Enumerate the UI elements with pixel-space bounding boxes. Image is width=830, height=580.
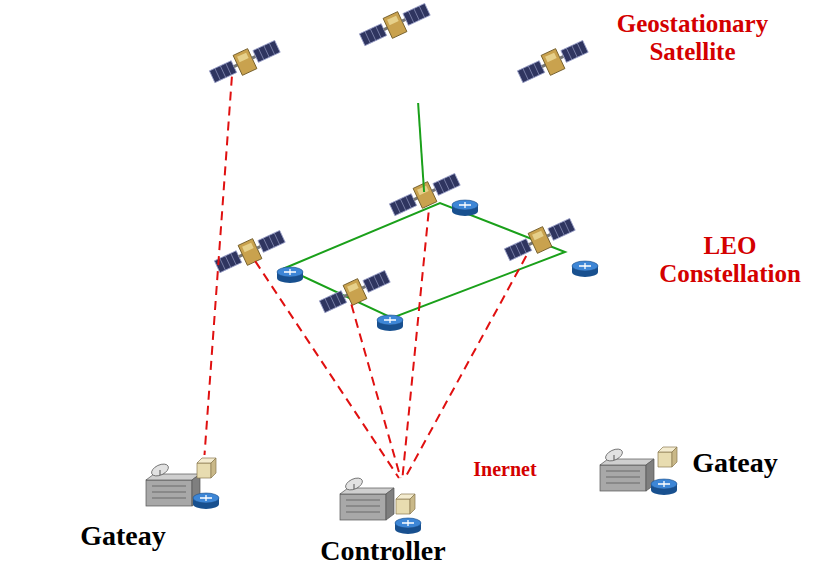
leo-satellite [503,215,578,265]
region-label: Inernet [465,458,545,480]
gateway-building [600,447,654,491]
geo-satellite [208,37,283,87]
label-holder: Controller [308,536,458,567]
node-label: Gateay [685,448,785,479]
ellipse-outline [212,37,568,103]
leo-constellation-ellipse: LEO Constellation [188,128,642,384]
geo-orbit-ellipse: Geostationary Satellite [212,37,568,103]
leo-satellite [318,267,393,317]
leo-satellite [388,170,463,220]
feeder-link [418,103,424,192]
ellipse-shape [138,423,672,517]
region-label: LEO Constellation [645,232,815,287]
gateway-node: Gateay [145,455,230,512]
coverage-beam [140,86,226,498]
ellipse-shape [213,38,567,102]
router-icon [452,200,478,216]
control-link [351,305,400,478]
server-box [396,494,415,514]
leo-satellite [213,227,288,277]
ellipse-outline [137,422,673,518]
label-holder: Gateay [73,521,173,552]
ellipse-outline [188,128,642,384]
label-holder: Inernet [465,458,545,480]
coverage-beam [595,296,662,492]
geo-satellite [516,37,591,87]
router-icon [651,479,677,495]
control-link [402,213,428,479]
server-box [197,458,216,478]
coverage-beam [328,318,402,480]
region-label: Geostationary Satellite [590,10,795,65]
label-holder: Geostationary Satellite [590,10,795,65]
router-icon [395,518,421,534]
gateway-node: Gateay [598,443,684,500]
router-icon [193,493,219,509]
router-icon [377,315,403,331]
control-link [205,77,232,455]
internet-ellipse: Inernet [137,422,673,518]
router-icon [572,261,598,277]
controller-node: Controller [338,478,425,536]
router-icon [277,267,303,283]
geo-satellite [358,0,433,50]
control-link [405,256,526,478]
gateway-building [146,462,200,506]
server-box [658,447,677,467]
label-holder: LEO Constellation [645,232,815,287]
node-label: Controller [308,536,458,567]
control-link [255,261,399,478]
ellipse-shape [189,129,641,383]
label-holder: Gateay [685,448,785,479]
controller-building [340,476,394,520]
node-label: Gateay [73,521,173,552]
